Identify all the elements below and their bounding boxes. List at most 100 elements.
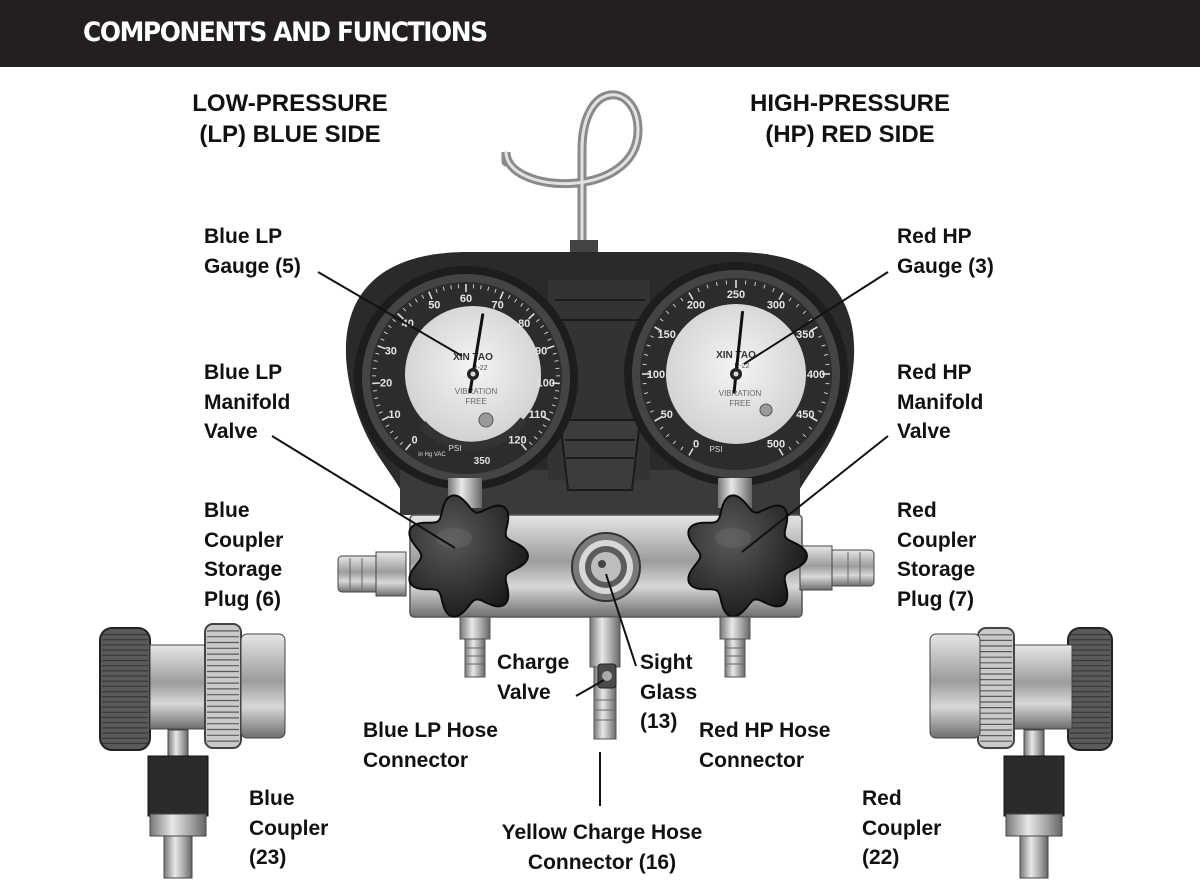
label-red-hose-line-1: Red HP Hose [699, 719, 831, 742]
gauge-scale-label: 10 [388, 409, 400, 421]
high-gauge-unit: PSI [710, 445, 723, 454]
gauge-tick [387, 325, 392, 329]
gauge-tick [646, 344, 651, 347]
label-blue-lp-hose-connector: Blue LP Hose Connector [363, 716, 498, 775]
label-blue-lp-gauge-line-2: Gauge (5) [204, 254, 301, 278]
label-red-storage-line-3: Storage [897, 558, 976, 581]
label-charge-valve-line-2: Valve [497, 680, 551, 704]
label-red-hp-valve-line-2: Manifold [897, 390, 984, 414]
label-red-storage-line-4: Plug (7) [897, 587, 974, 611]
label-blue-lp-manifold-valve: Blue LP Manifold Valve [204, 358, 290, 447]
gauge-tick [697, 287, 700, 292]
gauge-tick [533, 436, 538, 440]
label-yellow-connector-line-1: Yellow Charge Hose [501, 821, 703, 844]
center-panel [548, 280, 650, 491]
gauge-tick [795, 303, 800, 308]
label-blue-coupler-line-2: Coupler [249, 816, 329, 840]
label-yellow-connector-line-2: Connector (16) [527, 850, 677, 874]
gauge-tick [374, 397, 379, 400]
gauge-tick [428, 291, 433, 300]
label-blue-lp-valve-line-3: Valve [204, 420, 258, 443]
label-sight-glass-line-1: Sight [640, 651, 693, 674]
gauge-tick [552, 352, 557, 355]
red-hp-hose-connector [719, 616, 751, 678]
gauge-scale-label: 50 [428, 300, 440, 312]
label-blue-lp-valve-line-1: Blue LP [204, 361, 283, 384]
gauge-scale-label: 90 [535, 346, 547, 358]
label-charge-valve-line-1: Charge [497, 651, 570, 674]
red-coupler-storage-plug [799, 545, 875, 591]
label-red-storage-line-2: Coupler [897, 528, 977, 552]
low-gauge-brand: XIN TAO [453, 352, 493, 363]
gauge-tick [688, 292, 694, 300]
label-red-hp-gauge-line-1: Red HP [897, 225, 972, 248]
gauge-tick [643, 354, 649, 356]
low-gauge-vac: in Hg VAC [418, 452, 446, 458]
gauge-tick [788, 297, 792, 302]
gauge-tick [649, 410, 654, 413]
gauge-scale-label: 450 [796, 409, 814, 421]
header-title: COMPONENTS AND FUNCTIONS [83, 17, 488, 48]
sight-glass [571, 532, 641, 602]
label-red-hp-manifold-valve: Red HP Manifold Valve [897, 358, 983, 447]
low-pressure-title-line-2: (LP) BLUE SIDE [199, 121, 381, 148]
gauge-tick [549, 411, 554, 414]
gauge-scale-label: 100 [537, 378, 555, 390]
gauge-tick [688, 448, 694, 456]
gauge-tick [399, 441, 404, 446]
label-sight-glass-line-2: Glass [640, 680, 698, 704]
gauge-tick [795, 440, 800, 445]
label-red-coupler: Red Coupler (22) [862, 784, 941, 873]
label-blue-storage-line-3: Storage [204, 558, 283, 581]
gauge-scale-label: 400 [807, 369, 825, 381]
low-gauge-unit: PSI [449, 444, 462, 453]
gauge-tick [672, 440, 677, 445]
gauge-scale-label: 0 [412, 434, 418, 446]
gauge-scale-label: 80 [518, 318, 530, 330]
gauge-tick [659, 426, 664, 430]
gauge-tick [435, 288, 438, 293]
gauge-tick [375, 352, 380, 355]
gauge-scale-label: 120 [508, 434, 526, 446]
gauge-scale-label: 350 [796, 329, 814, 341]
gauge-tick [528, 312, 535, 320]
high-pressure-title-line-1: HIGH-PRESSURE [749, 90, 951, 117]
gauge-tick [649, 335, 654, 338]
leader-lines [271, 271, 889, 806]
gauge-tick [528, 441, 533, 446]
low-gauge-model: R-22 [472, 365, 487, 372]
high-gauge-face-text-2: FREE [729, 399, 750, 408]
gauge-tick [372, 390, 377, 392]
gauge-scale-label: 100 [647, 369, 665, 381]
gauge-tick [818, 335, 823, 338]
gauge-tick [716, 281, 718, 287]
red-coupler [929, 627, 1113, 879]
gauge-tick [385, 424, 390, 428]
label-yellow-charge-hose-connector: Yellow Charge Hose Connector (16) [486, 818, 718, 877]
gauge-tick [520, 302, 524, 307]
gauge-tick [373, 360, 378, 362]
gauge-scale-label: 110 [529, 409, 547, 421]
gauge-tick [520, 443, 528, 451]
gauge-tick [546, 345, 555, 350]
gauge-tick [665, 433, 670, 438]
high-gauge-model: R-22 [734, 363, 749, 370]
gauge-tick [821, 344, 826, 347]
gauge-scale-label: 70 [492, 300, 504, 312]
gauge-tick [535, 318, 540, 323]
gauge-tick [643, 392, 649, 394]
red-hp-manifold-valve-knob [687, 494, 809, 618]
label-red-hp-gauge-line-2: Gauge (3) [897, 254, 994, 278]
gauge-tick [665, 310, 670, 315]
gauge-tick [808, 426, 813, 430]
gauge-tick [808, 318, 813, 322]
gauge-scale-label: 300 [767, 300, 785, 312]
label-red-hose-line-2: Connector [699, 748, 804, 772]
gauge-tick [772, 287, 775, 292]
label-blue-coupler-line-1: Blue [249, 787, 295, 810]
gauge-tick [380, 338, 385, 341]
gauge-tick [810, 326, 818, 332]
low-gauge-bottom-number: 350 [474, 456, 491, 467]
